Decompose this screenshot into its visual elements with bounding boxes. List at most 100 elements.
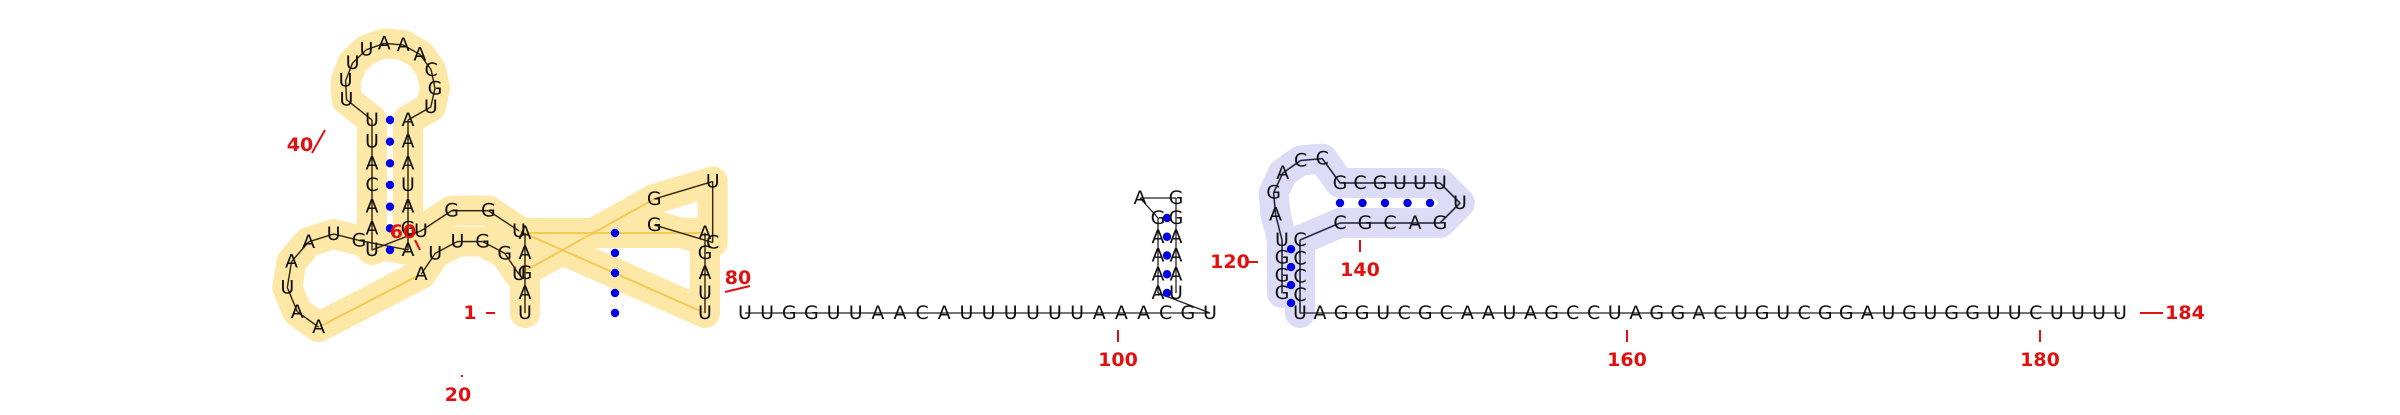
backbone-segment (419, 54, 432, 71)
nucleotide: A (378, 32, 391, 54)
backbone-segment (430, 69, 436, 89)
nucleotide: U (1393, 172, 1407, 194)
nucleotide: A (699, 262, 712, 284)
nucleotide: C (706, 232, 719, 254)
nucleotide: U (1924, 302, 1938, 324)
base-pair-dot (385, 202, 395, 211)
nucleotide: A (402, 131, 415, 153)
nucleotide: U (450, 231, 464, 253)
nucleotide: A (1692, 302, 1705, 324)
nucleotide: A (1152, 282, 1165, 304)
nucleotide: C (1353, 172, 1366, 194)
nucleotide: U (1881, 302, 1895, 324)
nucleotide: A (1269, 203, 1282, 225)
nucleotide: A (938, 302, 951, 324)
nucleotide: U (1433, 172, 1447, 194)
numbering-label: 60 (390, 221, 416, 243)
nucleotide: G (1902, 302, 1917, 324)
backbone-segment (384, 42, 404, 46)
nucleotide: C (1566, 302, 1579, 324)
base-pair-dot (1335, 198, 1345, 208)
base-pair-dot (1425, 198, 1435, 208)
nucleotide: G (1266, 182, 1281, 204)
base-pair-dot (385, 180, 395, 190)
nucleotide: G (475, 231, 490, 253)
nucleotide: A (519, 222, 532, 244)
nucleotide: G (1755, 302, 1770, 324)
nucleotide: U (340, 89, 354, 111)
nucleotide: U (760, 302, 774, 324)
base-pair-dot (385, 224, 395, 233)
nucleotide: A (1170, 226, 1183, 248)
nucleotide: C (1293, 266, 1306, 288)
nucleotide: A (519, 282, 532, 304)
nucleotide: A (285, 251, 298, 273)
nucleotide: U (2113, 302, 2127, 324)
backbone-segment (345, 62, 354, 81)
backbone-layer (286, 42, 2120, 328)
nucleotide: U (982, 302, 996, 324)
nucleotide: U (1503, 302, 1517, 324)
nucleotide: G (1275, 282, 1290, 304)
nucleotide: A (397, 34, 410, 56)
nucleotide: U (738, 302, 752, 324)
nucleotide: G (647, 214, 662, 236)
nucleotide: G (1151, 207, 1166, 229)
nucleotide: A (1170, 245, 1183, 267)
base-pair-dot (1162, 232, 1172, 241)
nucleotide: A (1152, 226, 1165, 248)
nucleotide: U (2050, 302, 2064, 324)
numbering-label: 140 (1340, 259, 1380, 281)
backbone-segment (1439, 182, 1461, 204)
nucleotide: U (1169, 282, 1183, 304)
nucleotide: U (280, 277, 294, 299)
nucleotide: U (365, 109, 379, 131)
backbone-segment (286, 287, 298, 313)
nucleotide: U (1203, 302, 1217, 324)
numbering-label: 180 (2020, 349, 2060, 371)
nucleotide: A (402, 109, 415, 131)
backbone-segment (371, 230, 422, 251)
nucleotide: G (1818, 302, 1833, 324)
nucleotide: C (2029, 302, 2042, 324)
nucleotide: A (291, 301, 304, 323)
nucleotide: A (366, 152, 379, 174)
nucleotide: U (2092, 302, 2106, 324)
nucleotide: U (518, 302, 532, 324)
numbering-label: 120 (1210, 251, 1250, 273)
nucleotide: U (365, 239, 379, 261)
nucleotide: U (1070, 302, 1084, 324)
nucleotide: G (497, 242, 512, 264)
base-pair-dot (610, 228, 620, 238)
nucleotide: A (415, 263, 428, 285)
nucleotide: A (1170, 263, 1183, 285)
backbone-segment (1139, 197, 1159, 219)
nucleotide: U (1776, 302, 1790, 324)
backbone-segment (1300, 157, 1323, 162)
nucleotide: A (1482, 302, 1495, 324)
nucleotide: U (327, 223, 341, 245)
backbone-segment (420, 210, 453, 232)
nucleotide: U (1987, 302, 2001, 324)
numbering-label: 20 (445, 384, 471, 406)
nucleotide: G (1169, 187, 1184, 209)
nucleotide: A (519, 242, 532, 264)
nucleotide: G (1671, 302, 1686, 324)
backbone-segment (654, 180, 713, 200)
base-pair-dot (610, 288, 620, 298)
nucleotide: U (2071, 302, 2085, 324)
nucleotide: A (1152, 263, 1165, 285)
nucleotide: C (1293, 229, 1306, 251)
nucleotide: G (352, 229, 367, 251)
backbone-segment (286, 261, 293, 288)
base-pair-dot (385, 159, 395, 168)
nucleotide: U (414, 220, 428, 242)
backbone-segment (1282, 160, 1302, 174)
nucleotide: G (1544, 302, 1559, 324)
backbone-segment (1299, 222, 1341, 241)
nucleotide: C (1398, 302, 1411, 324)
base-pair-dot (1162, 213, 1172, 223)
nucleotide: G (1373, 172, 1388, 194)
